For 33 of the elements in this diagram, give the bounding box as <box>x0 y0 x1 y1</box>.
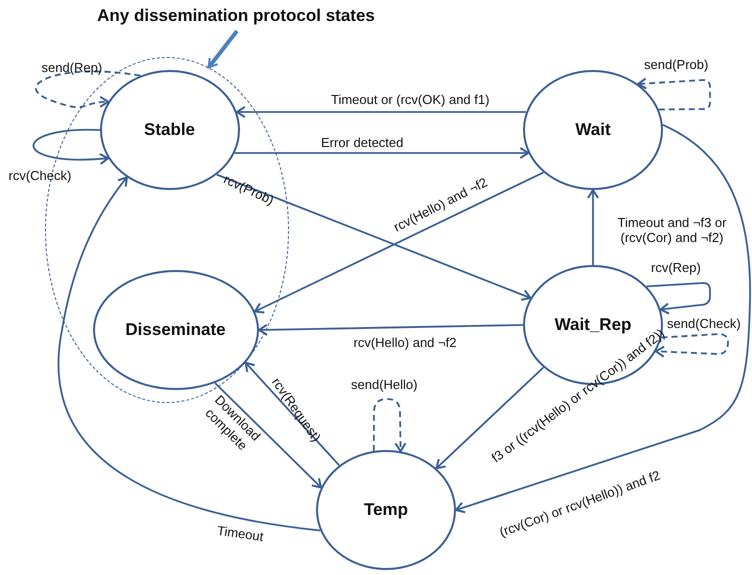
edge-label: rcv(Rep) <box>651 260 701 276</box>
transition-arrow <box>214 382 322 488</box>
edge-label: Error detected <box>321 135 404 151</box>
edge-label: Timeout or (rcv(OK) and f1) <box>331 92 490 108</box>
state-ellipse: Temp <box>316 450 456 570</box>
transition-arrow <box>58 176 320 532</box>
transition-arrow <box>455 124 751 514</box>
edge-label: Timeout and ¬f3 or (rcv(Cor) and ¬f2) <box>616 214 728 246</box>
transition-arrow <box>244 362 340 466</box>
edge-label: send(Rep) <box>42 60 102 76</box>
self-loop-arrow <box>372 398 406 452</box>
self-loop-arrow <box>35 70 141 108</box>
self-loop-arrow <box>637 78 711 110</box>
state-ellipse: Wait <box>523 70 663 190</box>
transition-arrow <box>258 324 524 336</box>
transition-arrow <box>216 174 532 301</box>
self-loop-arrow <box>646 282 711 315</box>
edge-label: Timeout <box>216 522 264 545</box>
edge-label: rcv(Check) <box>8 168 72 184</box>
edge-label: send(Prob) <box>644 57 708 73</box>
transition-arrow <box>435 366 544 470</box>
transition-arrow <box>236 106 526 118</box>
edge-label: send(Hello) <box>351 377 418 393</box>
group-heading: Any dissemination protocol states <box>98 2 374 30</box>
edge-label: send(Check) <box>667 316 741 332</box>
pointer-arrow <box>207 30 239 69</box>
transition-arrow <box>254 172 544 314</box>
state-ellipse: Disseminate <box>92 270 258 390</box>
edge-label: rcv(Hello) and ¬f2 <box>354 335 456 351</box>
self-loop-arrow <box>654 333 729 358</box>
transition-arrow <box>234 147 530 159</box>
self-loop-arrow <box>32 129 110 165</box>
transition-arrow <box>587 189 599 265</box>
